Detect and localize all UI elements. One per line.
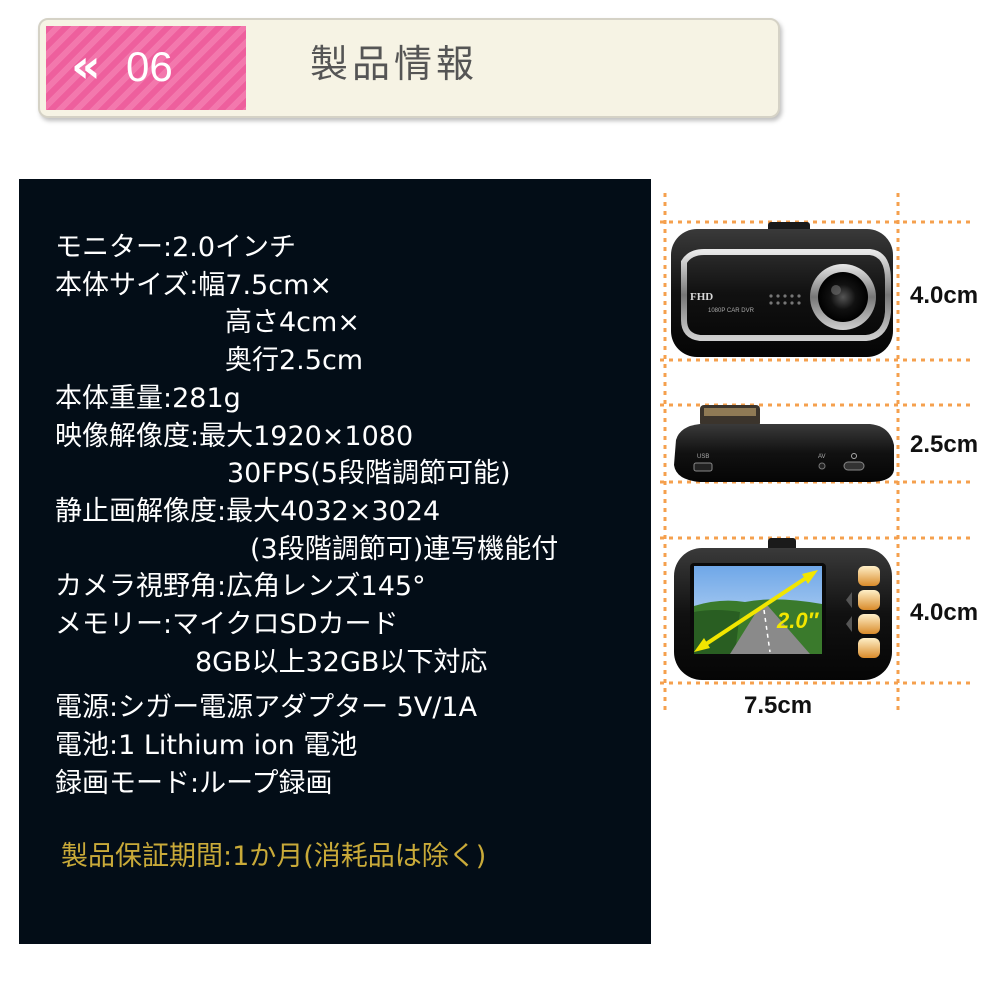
spec-memory-capacity: 8GB以上32GB以下対応 [195,646,488,678]
power-button-icon [843,461,865,471]
spec-power: 電源:シガー電源アダプター 5V/1A [55,692,478,724]
section-badge: « 06 [46,26,246,110]
spec-view-angle: カメラ視野角:広角レンズ145° [55,571,426,603]
product-dimension-illustration: FHD 1080P CAR DVR 4.0cm USB AV 2.5cm [660,193,978,719]
screen-size-label: 2.0″ [776,608,820,633]
spec-still-burst: (3段階調節可)連写機能付 [250,533,559,565]
dimension-guides [660,193,975,712]
down-button-icon [858,614,880,634]
control-buttons [846,566,880,658]
dimension-height-front: 4.0cm [910,282,978,309]
spec-size: 本体サイズ:幅7.5cm× [55,269,332,301]
spec-battery: 電池:1 Lithium ion 電池 [55,730,358,762]
brand-label: FHD [690,291,713,303]
spec-record-mode: 録画モード:ループ録画 [55,767,333,799]
section-header-banner: « 06 製品情報 [38,18,780,118]
dashcam-back-view: 2.0″ [674,538,892,680]
spec-monitor: モニター:2.0インチ [55,232,297,263]
dimension-depth: 2.5cm [910,431,978,458]
usb-port-label: USB [697,454,709,460]
section-title: 製品情報 [310,42,479,86]
spec-video-resolution: 映像解像度:最大1920×1080 [55,420,414,452]
spec-size-height: 高さ4cm× [225,307,360,339]
spec-list: モニター:2.0インチ 本体サイズ:幅7.5cm× 高さ4cm× 奥行2.5cm… [55,229,558,803]
spec-weight: 本体重量:281g [55,382,241,414]
spec-gap [55,681,558,689]
spec-size-depth: 奥行2.5cm [225,345,364,377]
spec-warranty: 製品保証期間:1か月(消耗品は除く) [61,841,487,872]
model-label: 1080P CAR DVR [708,308,755,314]
ok-button-icon [858,638,880,658]
double-chevron-left-icon: « [71,39,101,93]
dimension-width: 7.5cm [744,692,812,719]
dashcam-bottom-view: USB AV [674,405,894,482]
spec-still-resolution: 静止画解像度:最大4032×3024 [55,495,441,527]
menu-button-icon [858,566,880,586]
spec-memory: メモリー:マイクロSDカード [55,609,399,641]
camera-lens-icon [818,272,868,322]
spec-video-fps: 30FPS(5段階調節可能) [227,458,511,490]
dashcam-front-view: FHD 1080P CAR DVR [671,222,893,357]
section-number: 06 [126,43,173,90]
spec-panel: モニター:2.0インチ 本体サイズ:幅7.5cm× 高さ4cm× 奥行2.5cm… [19,179,651,944]
up-button-icon [858,590,880,610]
av-port-label: AV [818,454,826,460]
dimension-height-back: 4.0cm [910,599,978,626]
